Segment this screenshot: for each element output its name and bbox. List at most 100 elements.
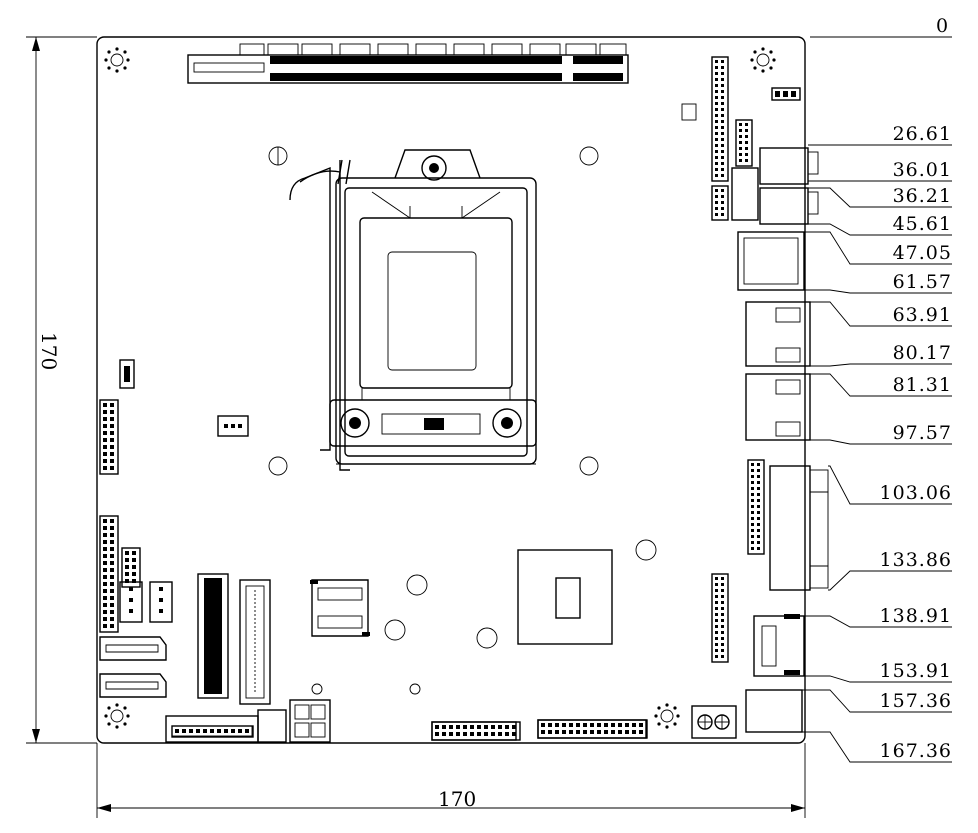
- header-pin: [721, 66, 724, 69]
- header-pin: [721, 195, 724, 198]
- pin-header: [431, 721, 521, 741]
- width-label: 170: [438, 787, 476, 811]
- dimension-label: 157.36: [880, 690, 952, 712]
- header-pin: [103, 540, 107, 544]
- header-pin: [715, 168, 718, 171]
- leader-line: [828, 465, 952, 505]
- leader-line: [810, 439, 952, 445]
- header-pin: [103, 547, 107, 551]
- header-pin: [245, 729, 249, 733]
- header-pin: [739, 147, 742, 150]
- leader-line: [804, 231, 952, 265]
- header-pin: [715, 126, 718, 129]
- pin-header: [711, 185, 729, 221]
- header-pin: [103, 410, 107, 414]
- header-pin: [618, 723, 622, 727]
- header-pin: [739, 135, 742, 138]
- header-pin: [435, 732, 439, 736]
- header-pin: [715, 78, 718, 81]
- header-pin: [110, 603, 114, 607]
- header-pin: [715, 84, 718, 87]
- header-pin: [745, 159, 748, 162]
- header-pin: [231, 729, 235, 733]
- header-pin: [103, 582, 107, 586]
- header-pin: [721, 114, 724, 117]
- header-pin: [757, 511, 760, 514]
- header-pin: [103, 610, 107, 614]
- header-pin: [721, 625, 724, 628]
- header-pin: [721, 150, 724, 153]
- header-pin: [110, 533, 114, 537]
- header-pin: [110, 582, 114, 586]
- header-pin: [721, 613, 724, 616]
- header-pin: [715, 144, 718, 147]
- header-pin: [721, 637, 724, 640]
- pin-header: [99, 399, 119, 475]
- bottom-connectors: [165, 699, 737, 743]
- dimension-label: 80.17: [893, 342, 952, 364]
- dimension-label: 133.86: [880, 549, 952, 571]
- header-pin: [751, 469, 754, 472]
- header-pin: [721, 655, 724, 658]
- header-pin: [196, 729, 200, 733]
- header-pin: [110, 519, 114, 523]
- pin-header: [711, 573, 729, 663]
- header-pin: [597, 730, 601, 734]
- header-pin: [757, 475, 760, 478]
- header-pin: [715, 174, 718, 177]
- leader-line: [802, 731, 952, 763]
- header-pin: [715, 138, 718, 141]
- header-pin: [498, 732, 502, 736]
- header-pin: [715, 96, 718, 99]
- pin-header: [99, 515, 119, 633]
- header-pin: [110, 424, 114, 428]
- header-pin: [715, 201, 718, 204]
- header-pin: [435, 725, 439, 729]
- header-pin: [757, 469, 760, 472]
- header-pin: [721, 595, 724, 598]
- header-pin: [463, 725, 467, 729]
- header-pin: [751, 517, 754, 520]
- header-pin: [721, 126, 724, 129]
- header-pin: [103, 533, 107, 537]
- header-pin: [103, 459, 107, 463]
- header-pin: [110, 596, 114, 600]
- top-label: 0: [936, 15, 949, 37]
- header-pin: [721, 207, 724, 210]
- header-pin: [110, 589, 114, 593]
- leader-line: [810, 301, 952, 327]
- header-pin: [555, 730, 559, 734]
- header-pin: [491, 732, 495, 736]
- header-pin: [576, 730, 580, 734]
- header-pin: [715, 577, 718, 580]
- header-pin: [555, 723, 559, 727]
- header-pin: [470, 725, 474, 729]
- header-pin: [757, 547, 760, 550]
- header-pin: [103, 403, 107, 407]
- header-pin: [751, 463, 754, 466]
- header-pin: [470, 732, 474, 736]
- header-pin: [103, 575, 107, 579]
- leader-line: [828, 570, 952, 591]
- header-pin: [715, 619, 718, 622]
- dimension-label: 97.57: [893, 422, 952, 444]
- header-pin: [103, 617, 107, 621]
- pin-header: [711, 56, 729, 182]
- m2-slots: [197, 573, 271, 705]
- header-pin: [238, 729, 242, 733]
- header-pin: [751, 481, 754, 484]
- dimension-label: 153.91: [880, 660, 952, 682]
- header-pin: [449, 732, 453, 736]
- header-pin: [715, 625, 718, 628]
- header-pin: [125, 565, 129, 569]
- header-pin: [132, 558, 136, 562]
- header-pin: [132, 551, 136, 555]
- header-pin: [203, 729, 207, 733]
- header-pin: [442, 732, 446, 736]
- chipset: [517, 549, 613, 645]
- dimension-label: 81.31: [893, 374, 952, 396]
- header-pin: [456, 732, 460, 736]
- header-pin: [562, 723, 566, 727]
- header-pin: [103, 452, 107, 456]
- header-pin: [569, 723, 573, 727]
